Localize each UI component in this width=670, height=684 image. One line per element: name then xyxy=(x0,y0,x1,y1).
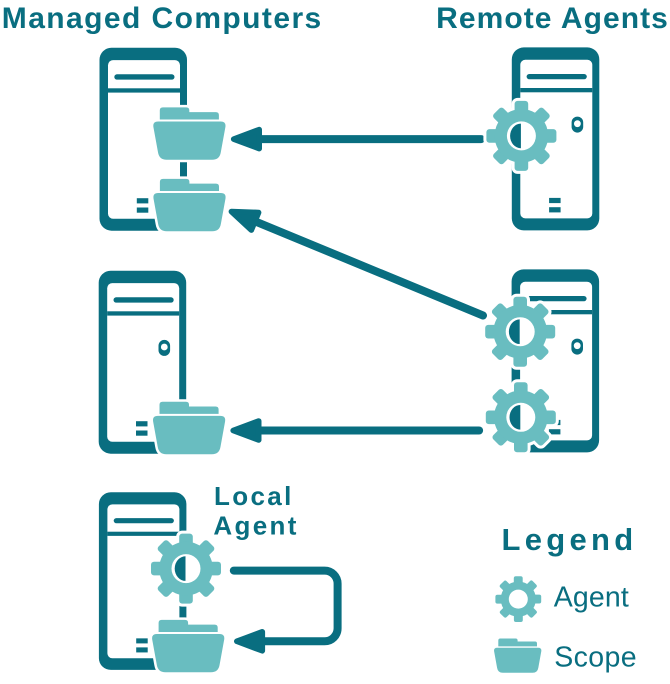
svg-text:Legend: Legend xyxy=(502,522,638,557)
svg-text:Remote Agents: Remote Agents xyxy=(436,2,669,35)
svg-text:Managed Computers: Managed Computers xyxy=(2,2,323,35)
svg-text:Local: Local xyxy=(214,481,294,511)
svg-text:Scope: Scope xyxy=(554,642,637,674)
svg-text:Agent: Agent xyxy=(554,582,629,614)
svg-text:Agent: Agent xyxy=(213,511,298,541)
